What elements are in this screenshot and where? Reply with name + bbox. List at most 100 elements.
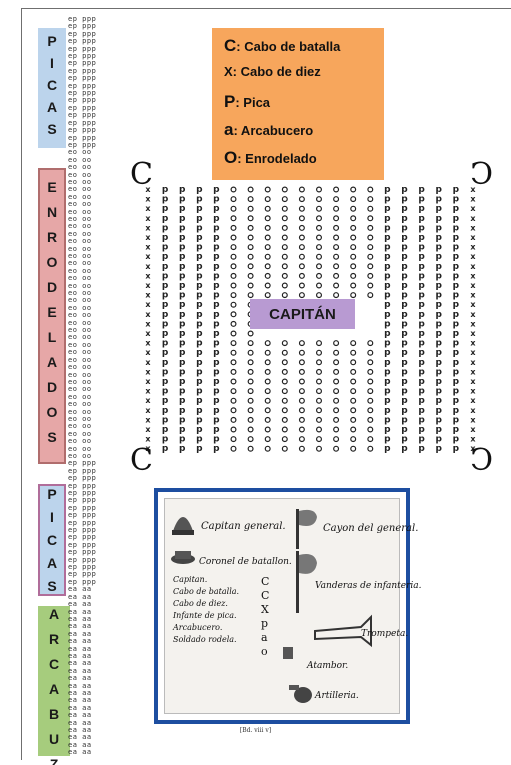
pica-mark: p: [401, 243, 408, 253]
pica-mark: p: [418, 281, 425, 291]
cabo-de-diez-mark: x: [470, 396, 476, 405]
pica-mark: p: [196, 396, 203, 406]
frame-top-line: [21, 8, 511, 9]
pica-mark: p: [196, 444, 203, 454]
pica-mark: p: [179, 425, 186, 435]
cabo-de-diez-mark: x: [145, 223, 151, 232]
pica-mark: p: [453, 262, 460, 272]
pica-mark: p: [384, 358, 391, 368]
pica-mark: p: [213, 396, 220, 406]
legend-key: P: [224, 92, 236, 111]
enrodelado-mark: [281, 272, 288, 279]
pica-mark: p: [213, 444, 220, 454]
enrodelado-mark: [298, 186, 305, 193]
enrodelado-mark: [230, 436, 237, 443]
pica-mark: p: [418, 291, 425, 301]
pica-mark: p: [179, 329, 186, 339]
pica-mark: p: [418, 233, 425, 243]
enrodelado-mark: [367, 244, 374, 251]
enrodelado-mark: [281, 340, 288, 347]
pica-mark: p: [435, 271, 442, 281]
enrodelado-mark: [350, 234, 357, 241]
plate-entry-cayon-general: Cayon del general.: [323, 523, 419, 534]
enrodelado-mark: [247, 234, 254, 241]
pica-mark: p: [384, 185, 391, 195]
pica-mark: p: [435, 387, 442, 397]
legend-text: : Arcabucero: [233, 123, 314, 138]
pica-mark: p: [196, 348, 203, 358]
pica-mark: p: [435, 291, 442, 301]
enrodelado-mark: [230, 388, 237, 395]
pica-mark: p: [435, 358, 442, 368]
enrodelado-mark: [230, 340, 237, 347]
pica-mark: p: [179, 214, 186, 224]
enrodelado-mark: [350, 397, 357, 404]
enrodelado-mark: [281, 282, 288, 289]
pica-mark: p: [401, 329, 408, 339]
legend-text: : Cabo de diez: [232, 64, 321, 79]
pica-mark: p: [162, 329, 169, 339]
pica-mark: p: [196, 262, 203, 272]
enrodelado-mark: [247, 272, 254, 279]
legend-row-cabo-batalla: C : Cabo de batalla: [224, 36, 374, 64]
enrodelado-mark: [230, 311, 237, 318]
cabo-de-diez-mark: x: [145, 435, 151, 444]
enrodelado-mark: [333, 196, 340, 203]
enrodelado-mark: [230, 368, 237, 375]
enrodelado-mark: [264, 378, 271, 385]
pica-mark: p: [196, 377, 203, 387]
enrodelado-mark: [230, 426, 237, 433]
enrodelado-mark: [247, 368, 254, 375]
cabo-de-diez-mark: x: [145, 415, 151, 424]
pica-mark: p: [384, 243, 391, 253]
pica-mark: p: [401, 204, 408, 214]
enrodelado-mark: [298, 426, 305, 433]
capitan-label: CAPITÁN: [250, 299, 355, 329]
enrodelado-mark: [264, 215, 271, 222]
enrodelado-mark: [230, 397, 237, 404]
enrodelado-mark: [367, 378, 374, 385]
enrodelado-mark: [367, 282, 374, 289]
enrodelado-mark: [350, 282, 357, 289]
legend-text: : Pica: [235, 95, 271, 110]
enrodelado-mark: [281, 436, 288, 443]
pica-mark: p: [384, 435, 391, 445]
enrodelado-mark: [281, 445, 288, 452]
picas-bottom-label: PICAS: [38, 484, 66, 601]
cabo-de-diez-mark: x: [470, 195, 476, 204]
pica-mark: p: [213, 204, 220, 214]
enrodelado-mark: [333, 359, 340, 366]
plate-entry-cabo-diez: Cabo de diez.: [173, 599, 228, 608]
pica-mark: p: [453, 329, 460, 339]
pica-mark: p: [162, 300, 169, 310]
enrodelado-mark: [333, 340, 340, 347]
pica-mark: p: [162, 406, 169, 416]
enrodelado-mark: [316, 368, 323, 375]
cabo-de-diez-mark: x: [470, 435, 476, 444]
enrodelado-mark: [230, 349, 237, 356]
enrodelado-mark: [264, 224, 271, 231]
pica-mark: p: [453, 310, 460, 320]
pica-mark: p: [401, 415, 408, 425]
cabo-de-diez-mark: x: [145, 444, 151, 453]
pica-mark: p: [162, 396, 169, 406]
pica-mark: p: [401, 291, 408, 301]
enrodelado-mark: [350, 388, 357, 395]
enrodelado-mark: [333, 224, 340, 231]
enrodelado-mark: [281, 368, 288, 375]
enrodelado-mark: [281, 388, 288, 395]
pica-mark: p: [453, 406, 460, 416]
pica-mark: p: [453, 387, 460, 397]
cabo-de-diez-mark: x: [470, 204, 476, 213]
enrodelado-mark: [298, 215, 305, 222]
pica-mark: p: [162, 233, 169, 243]
pica-mark: p: [384, 300, 391, 310]
pica-mark: p: [213, 291, 220, 301]
plate-entry-artilleria: Artilleria.: [315, 691, 359, 701]
enrodelado-mark: [316, 244, 323, 251]
enrodelado-mark: [264, 234, 271, 241]
cabo-de-diez-mark: x: [145, 262, 151, 271]
enrodelado-mark: [367, 368, 374, 375]
enrodelado-mark: [281, 426, 288, 433]
plate-entry-capitan: Capitan.: [173, 575, 208, 584]
